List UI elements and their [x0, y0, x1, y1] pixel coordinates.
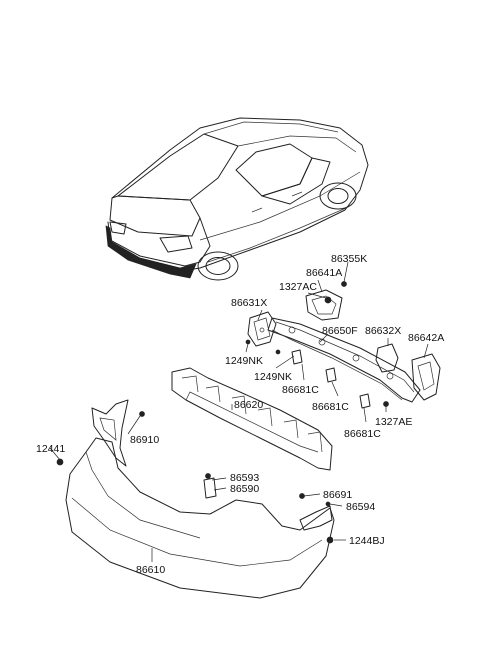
leader-lines [49, 261, 429, 562]
label-1327AE: 1327AE [375, 416, 412, 428]
label-12441: 12441 [36, 443, 65, 455]
label-86355K: 86355K [331, 253, 367, 265]
label-86642A: 86642A [408, 332, 444, 344]
label-86691: 86691 [323, 489, 352, 501]
stay-right [375, 343, 399, 373]
label-86610: 86610 [136, 564, 165, 576]
stay-left [247, 311, 277, 347]
label-86641A: 86641A [306, 267, 342, 279]
label-86620: 86620 [234, 399, 263, 411]
bracket-86642A [411, 353, 441, 401]
part-labels: 86355K 86641A 1327AC 86631X 86650F 86632… [36, 253, 444, 576]
label-86910: 86910 [130, 434, 159, 446]
lower-fasteners [56, 411, 334, 544]
label-86681C-a: 86681C [282, 384, 319, 396]
label-1244BJ: 1244BJ [349, 535, 385, 547]
label-1249NK-b: 1249NK [254, 371, 292, 383]
bumper-beam [267, 317, 421, 403]
label-1327AC: 1327AC [279, 281, 317, 293]
label-86594: 86594 [346, 501, 375, 513]
label-86681C-c: 86681C [344, 428, 381, 440]
label-86632X: 86632X [365, 325, 401, 337]
label-86631X: 86631X [231, 297, 267, 309]
label-1249NK-a: 1249NK [225, 355, 263, 367]
label-86590: 86590 [230, 483, 259, 495]
label-86681C-b: 86681C [312, 401, 349, 413]
bumper-cover [65, 399, 335, 599]
clip-86681C [291, 349, 371, 409]
car-illustration [105, 117, 369, 281]
label-86650F: 86650F [322, 325, 358, 337]
bracket-86641A [305, 289, 343, 321]
energy-absorber [171, 367, 333, 471]
label-86593: 86593 [230, 472, 259, 484]
